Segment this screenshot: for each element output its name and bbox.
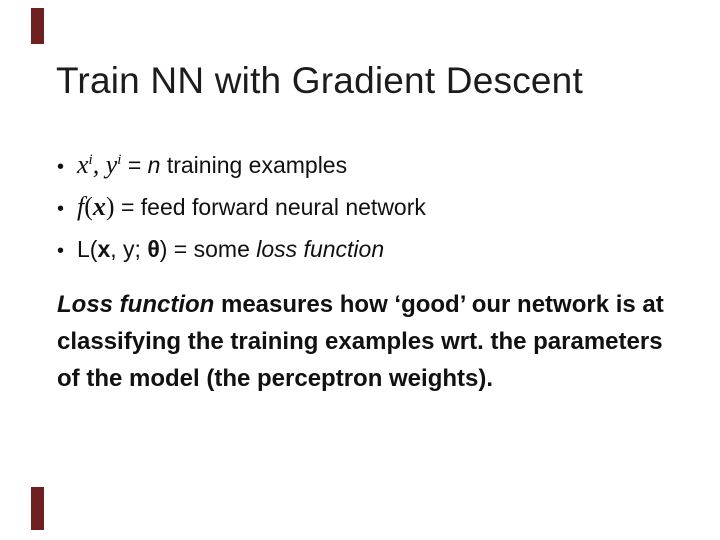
paragraph-line-1-text: measures how ‘good’ our network is at	[214, 291, 664, 318]
math-x-bold: x	[92, 192, 106, 221]
math-x-superscript: i	[88, 152, 93, 168]
math-y-superscript: i	[117, 152, 122, 168]
theta-symbol: θ	[147, 236, 160, 262]
left-paren: (	[84, 192, 93, 221]
loss-function-lead: Loss function	[57, 291, 215, 318]
math-n: n	[147, 152, 161, 178]
description-paragraph: Loss function measures how ‘good’ our ne…	[57, 286, 697, 397]
loss-prefix: L(	[77, 236, 98, 262]
equals-sign: =	[121, 152, 148, 178]
paragraph-line-1: Loss function measures how ‘good’ our ne…	[57, 286, 697, 323]
paragraph-line-2: classifying the training examples wrt. t…	[57, 328, 663, 355]
bullet-marker: •	[57, 198, 65, 220]
loss-function-emphasis: loss function	[256, 236, 385, 262]
bullet-item-training-examples: •xi, yi = n training examples	[57, 140, 426, 187]
bullet-item-feed-forward: • f(x) = feed forward neural network	[57, 187, 426, 229]
math-f: f	[77, 192, 85, 221]
bullet-list: •xi, yi = n training examples •f(x) = fe…	[57, 140, 426, 271]
bullet-text: training examples	[160, 152, 348, 178]
paragraph-line-3: of the model (the perceptron weights).	[57, 365, 494, 392]
bullet-marker: •	[57, 240, 65, 262]
math-x: x	[77, 150, 89, 179]
bullet-marker: •	[57, 156, 65, 178]
accent-bar-top	[31, 8, 44, 44]
slide-title: Train NN with Gradient Descent	[56, 60, 583, 101]
bold-x: x	[97, 236, 111, 262]
math-y: y	[105, 150, 118, 179]
right-paren: )	[105, 192, 115, 221]
loss-middle: , y;	[110, 236, 148, 262]
math-separator: ,	[92, 150, 106, 179]
bullet-item-loss-function: • L(x, y; θ) = some loss function	[57, 229, 426, 271]
bullet-text: = feed forward neural network	[114, 194, 426, 220]
loss-suffix: ) = some	[159, 236, 257, 262]
accent-bar-bottom	[31, 487, 44, 530]
